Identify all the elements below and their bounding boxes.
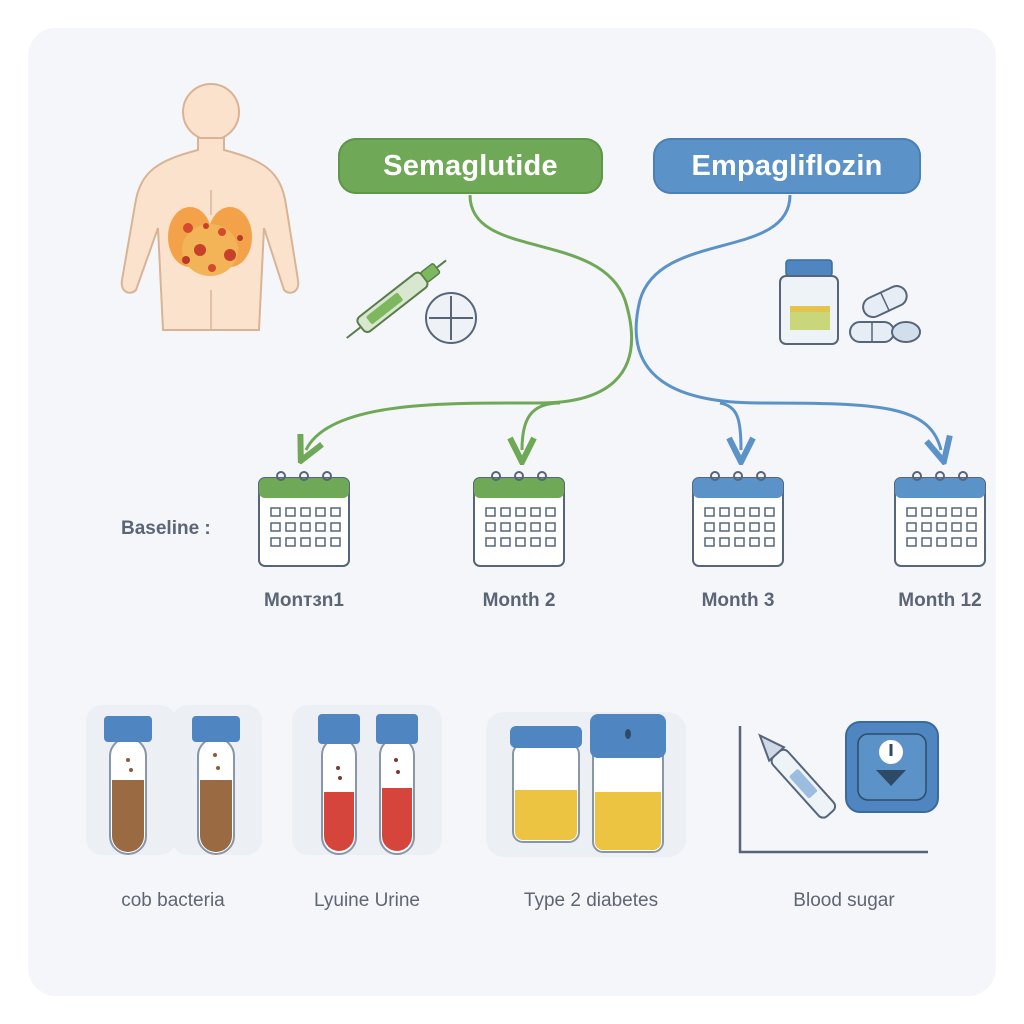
gut-icon bbox=[168, 207, 252, 276]
empagliflozin-label: Empagliflozin bbox=[653, 138, 921, 194]
human-body-icon bbox=[120, 83, 300, 331]
sample-label-bacteria: cob bacteria bbox=[121, 890, 225, 911]
pill-bottle-icon bbox=[779, 259, 839, 345]
sample-label-diabetes: Type 2 diabetes bbox=[523, 890, 659, 911]
sample-label-urine: Lyuine Urine bbox=[314, 890, 420, 911]
timepoint-month-1-label: Monᴛᴈn1 bbox=[264, 590, 344, 611]
calendar-icon-month-2 bbox=[473, 471, 565, 567]
tablet-icon bbox=[425, 292, 477, 344]
blood-tube-icon bbox=[292, 705, 442, 855]
semaglutide-arrows bbox=[306, 194, 634, 450]
timepoint-month-12-label: Month 12 bbox=[898, 590, 982, 611]
injection-pen-icon bbox=[346, 259, 447, 339]
stool-tube-icon bbox=[86, 705, 262, 855]
timepoint-month-3-label: Month 3 bbox=[701, 590, 775, 611]
calendar-icon-month-12 bbox=[894, 471, 986, 567]
urine-cup-icon bbox=[486, 712, 686, 857]
glucose-meter-icon bbox=[738, 721, 939, 854]
empagliflozin-arrows bbox=[634, 194, 941, 450]
calendar-icon-month-1 bbox=[258, 471, 350, 567]
capsules-icon bbox=[849, 285, 921, 343]
sample-label-blood-sugar: Blood sugar bbox=[793, 890, 895, 911]
semaglutide-label: Semaglutide bbox=[338, 138, 603, 194]
calendar-icon-month-3 bbox=[692, 471, 784, 567]
baseline-label: Baseline : bbox=[121, 518, 211, 539]
timepoint-month-2-label: Month 2 bbox=[482, 590, 556, 611]
